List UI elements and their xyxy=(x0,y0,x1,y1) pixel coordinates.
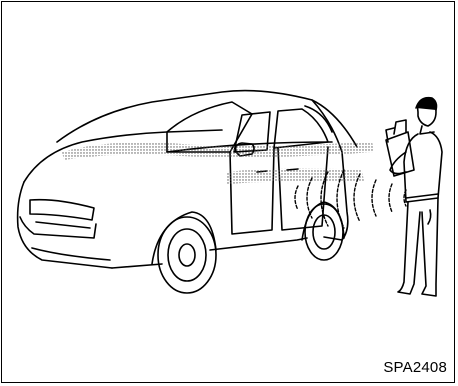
bag-contents xyxy=(394,120,406,134)
car-front-bumper xyxy=(32,248,110,260)
car-front-wheel xyxy=(158,217,216,293)
car-front-door xyxy=(230,148,274,234)
person-left-leg xyxy=(398,202,420,294)
car-lower-body xyxy=(210,238,307,250)
car-headlight xyxy=(30,200,94,220)
bag-contents-2 xyxy=(386,128,394,142)
person-belt xyxy=(406,194,438,198)
car-rear-lower xyxy=(324,237,342,240)
car-grille-slot xyxy=(36,222,90,228)
car-rear-wheel xyxy=(305,204,343,260)
person-hair xyxy=(416,98,437,110)
car-sliding-door xyxy=(278,147,328,230)
figure-code-label: SPA2408 xyxy=(383,359,447,376)
car-rocker-line xyxy=(112,264,162,268)
person-pocket xyxy=(428,210,431,224)
person-carrying-bag-illustration xyxy=(386,98,442,296)
